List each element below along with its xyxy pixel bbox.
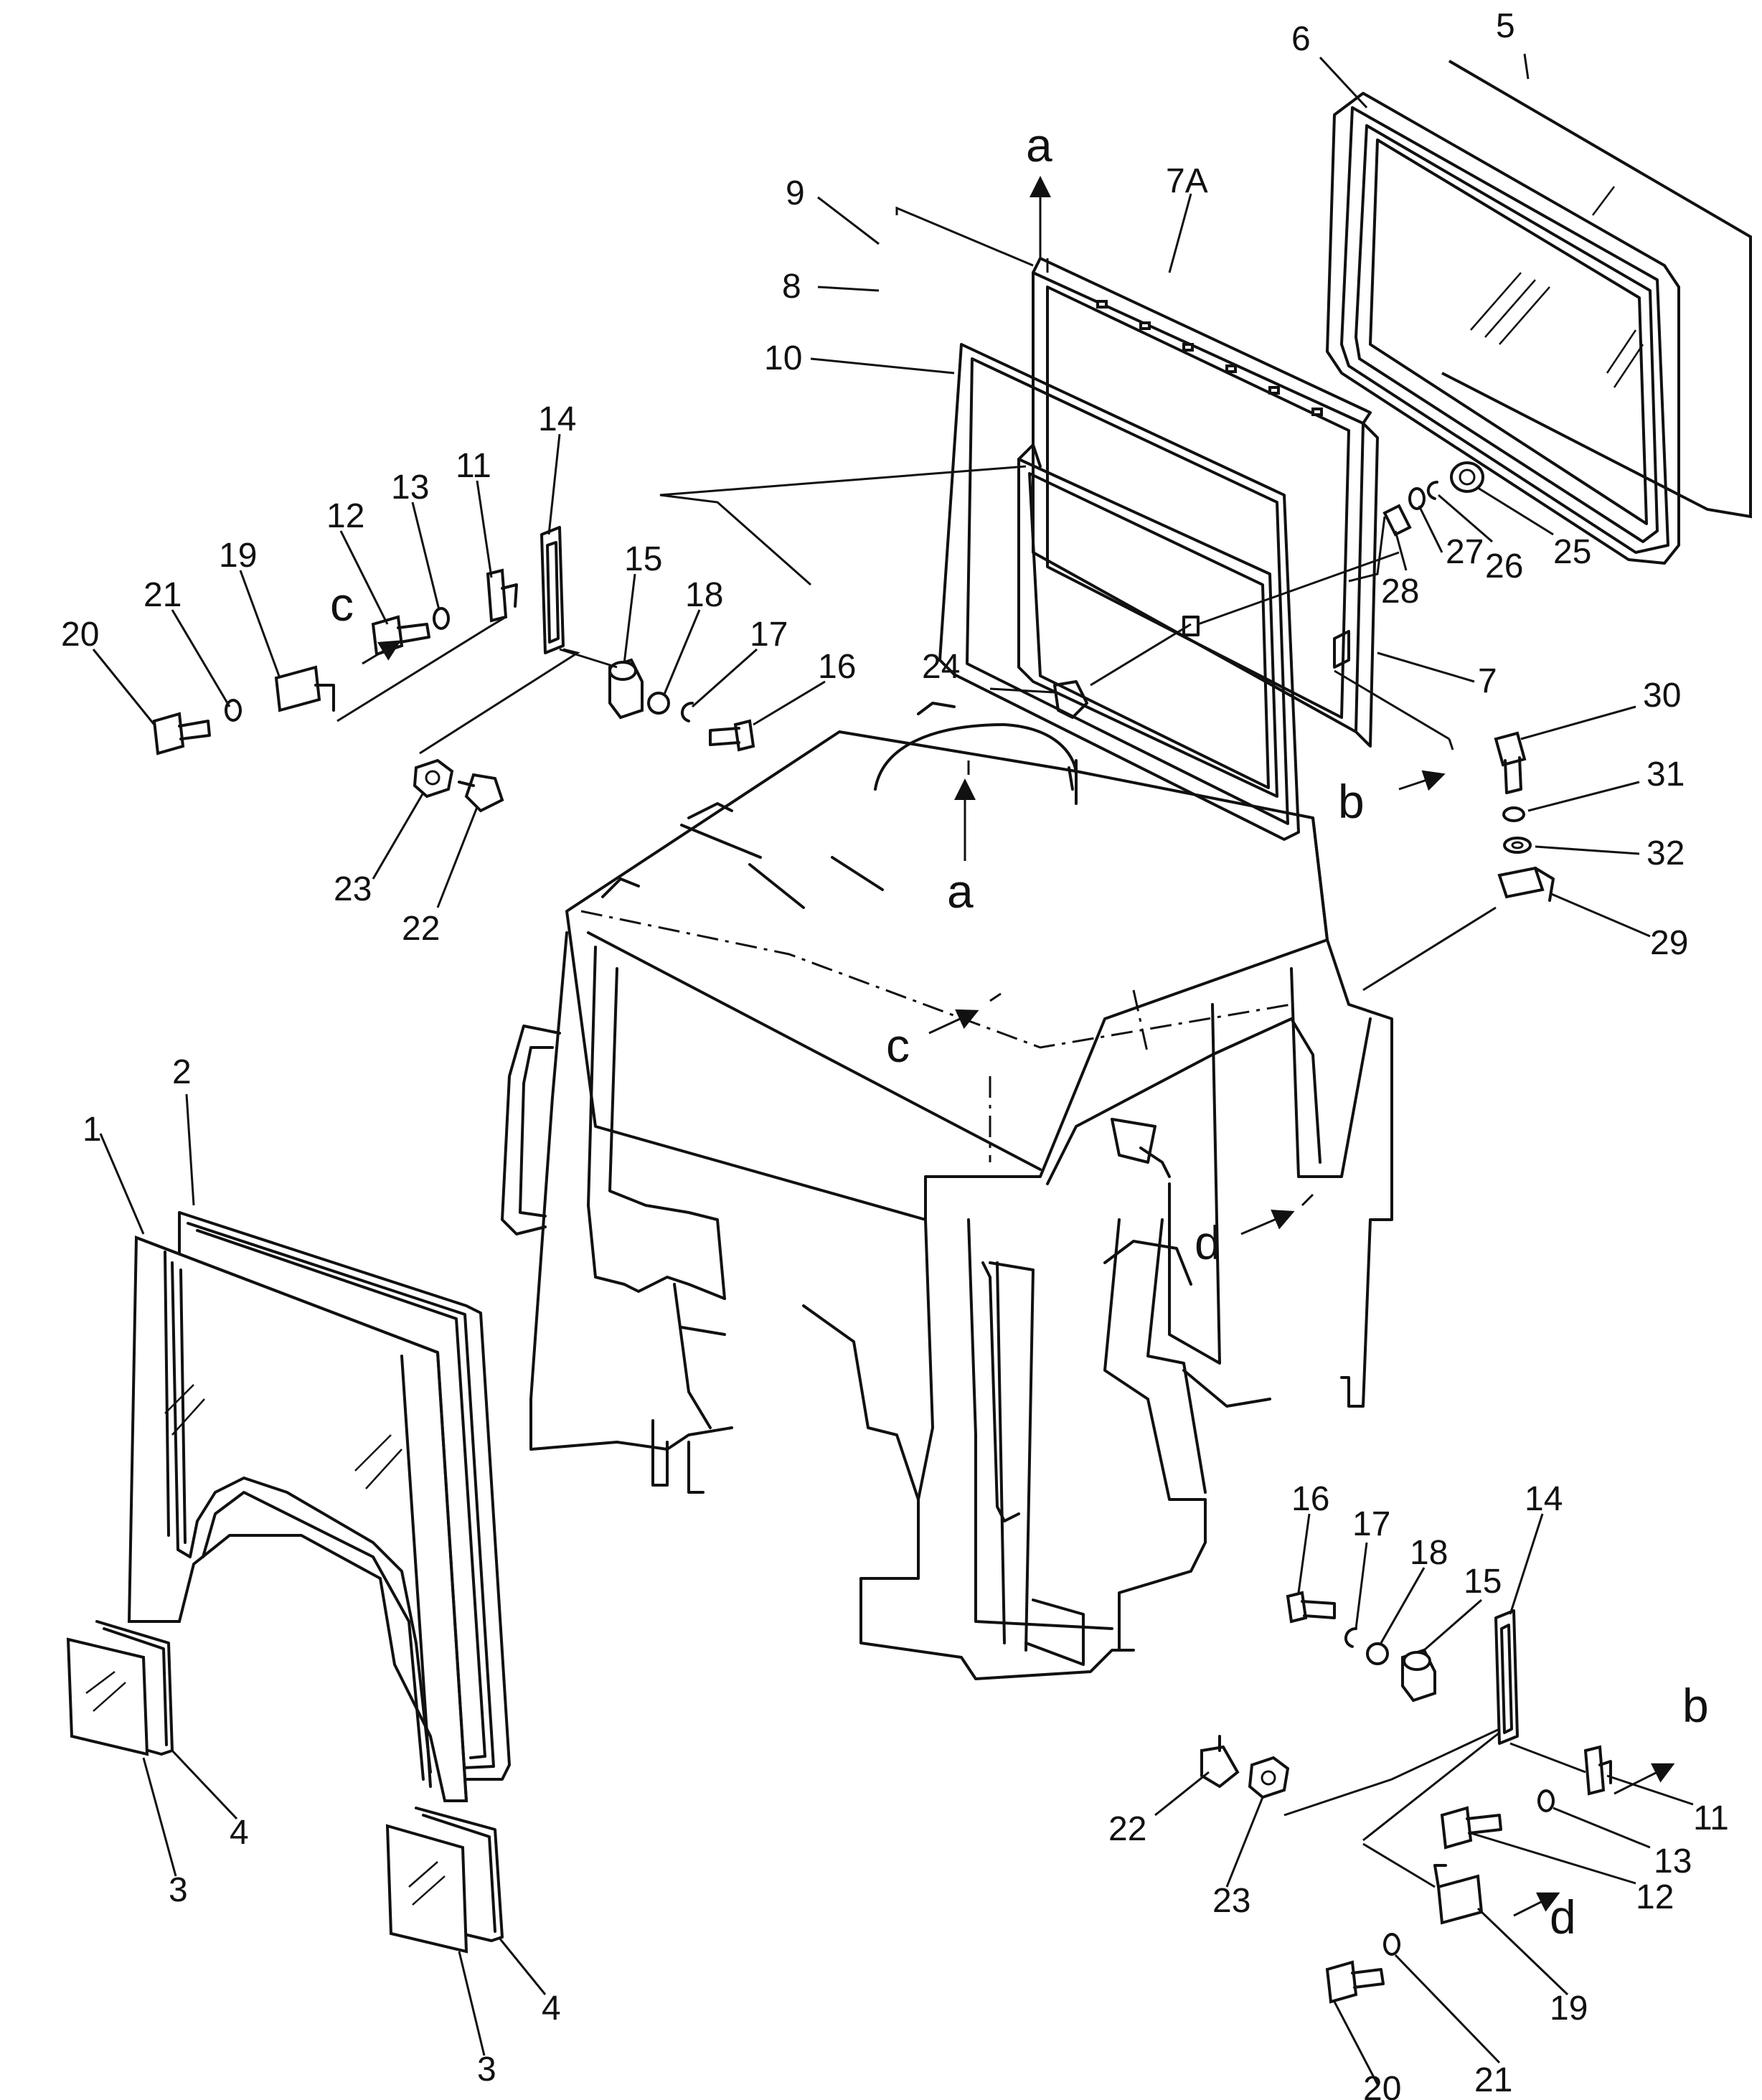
callout-labels: 5 6 7A 9 8 10 14 11 13 12 19 21 20 15 18… <box>61 7 1729 2100</box>
callout-8: 8 <box>782 268 801 306</box>
rear-glass-5-6 <box>1326 60 1752 565</box>
view-marker-c-upper: c <box>330 578 354 631</box>
callout-13b: 13 <box>1654 1842 1692 1880</box>
lower-right-glass-3-4 <box>385 1807 504 1954</box>
view-marker-a-mid: a <box>947 865 974 918</box>
callout-13: 13 <box>391 469 429 507</box>
callout-15: 15 <box>624 540 662 578</box>
callout-19: 19 <box>219 537 257 575</box>
callout-6: 6 <box>1291 20 1311 58</box>
callout-3b: 3 <box>477 2050 496 2089</box>
lower-left-glass-3-4 <box>66 1620 174 1756</box>
callout-12b: 12 <box>1636 1878 1674 1916</box>
callout-31: 31 <box>1646 755 1685 794</box>
view-marker-a-top: a <box>1026 118 1052 171</box>
callout-25: 25 <box>1553 533 1591 571</box>
callout-1: 1 <box>83 1111 102 1149</box>
callout-17: 17 <box>750 616 788 654</box>
callout-18: 18 <box>685 576 723 614</box>
rear-window-frame-7a-7 <box>1032 257 1379 748</box>
assembly-lines <box>336 206 1586 1888</box>
callout-22: 22 <box>402 910 440 948</box>
callout-11: 11 <box>456 447 491 485</box>
callout-10: 10 <box>764 339 802 377</box>
callout-30: 30 <box>1643 677 1681 715</box>
callout-4b: 4 <box>542 1990 561 2028</box>
callout-21: 21 <box>143 576 182 614</box>
callout-5: 5 <box>1496 7 1515 45</box>
view-marker-d-lower: d <box>1550 1891 1576 1944</box>
callout-18b: 18 <box>1410 1534 1448 1572</box>
callout-20b: 20 <box>1363 2070 1401 2100</box>
callout-23: 23 <box>334 870 372 908</box>
callout-7a: 7A <box>1166 162 1208 200</box>
callout-15b: 15 <box>1464 1563 1502 1601</box>
callout-4a: 4 <box>230 1814 249 1852</box>
callout-14: 14 <box>538 400 576 438</box>
callout-26: 26 <box>1485 547 1523 585</box>
callout-24: 24 <box>922 648 960 686</box>
fasteners-lower-right <box>1200 1591 1612 2004</box>
callout-17b: 17 <box>1352 1505 1390 1543</box>
callout-3a: 3 <box>169 1871 188 1909</box>
callout-20: 20 <box>61 616 99 654</box>
callout-19b: 19 <box>1550 1990 1588 2028</box>
cab-frame <box>501 702 1393 1680</box>
fasteners-right <box>1382 461 1555 902</box>
callout-14b: 14 <box>1525 1480 1563 1518</box>
view-marker-letters: a a b b c c d d <box>330 118 1709 1944</box>
callout-21b: 21 <box>1474 2061 1512 2099</box>
callout-7: 7 <box>1478 662 1497 700</box>
callout-29: 29 <box>1650 924 1688 962</box>
callout-16b: 16 <box>1291 1480 1329 1518</box>
callout-32: 32 <box>1646 834 1685 872</box>
callout-28: 28 <box>1381 573 1419 611</box>
view-arrows <box>362 176 1675 1917</box>
callout-27: 27 <box>1446 533 1484 571</box>
view-marker-b-lower: b <box>1682 1679 1709 1732</box>
callout-23b: 23 <box>1212 1882 1250 1920</box>
view-marker-c-mid: c <box>886 1019 910 1072</box>
view-marker-d-mid: d <box>1195 1216 1221 1269</box>
callout-16: 16 <box>818 648 856 686</box>
callout-12: 12 <box>326 497 364 535</box>
view-marker-b-upper: b <box>1338 775 1365 828</box>
callout-2: 2 <box>172 1053 192 1091</box>
front-glass-assembly <box>127 1211 511 1802</box>
leader-lines <box>92 53 1694 2085</box>
callout-11b: 11 <box>1693 1799 1729 1837</box>
callout-22b: 22 <box>1108 1810 1146 1848</box>
callout-9: 9 <box>786 174 805 212</box>
rear-window-seal-10 <box>938 343 1300 841</box>
